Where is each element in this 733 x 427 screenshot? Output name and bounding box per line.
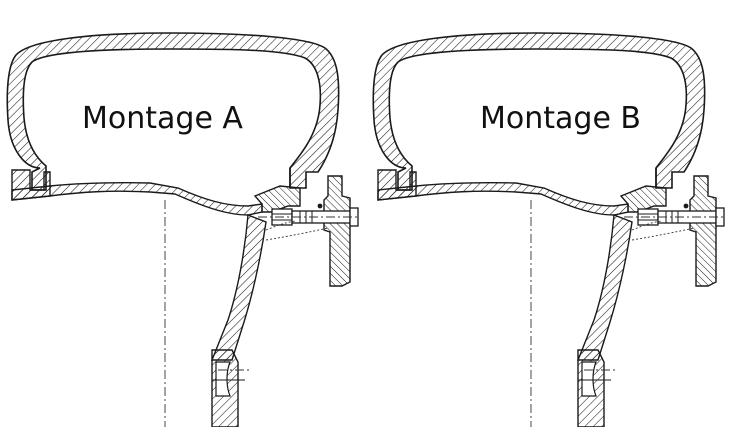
view-label-b: Montage B [480, 101, 641, 136]
view-label-a: Montage A [82, 101, 243, 136]
view-montage-b: Montage B [372, 32, 727, 427]
view-montage-a: Montage A [6, 32, 361, 427]
